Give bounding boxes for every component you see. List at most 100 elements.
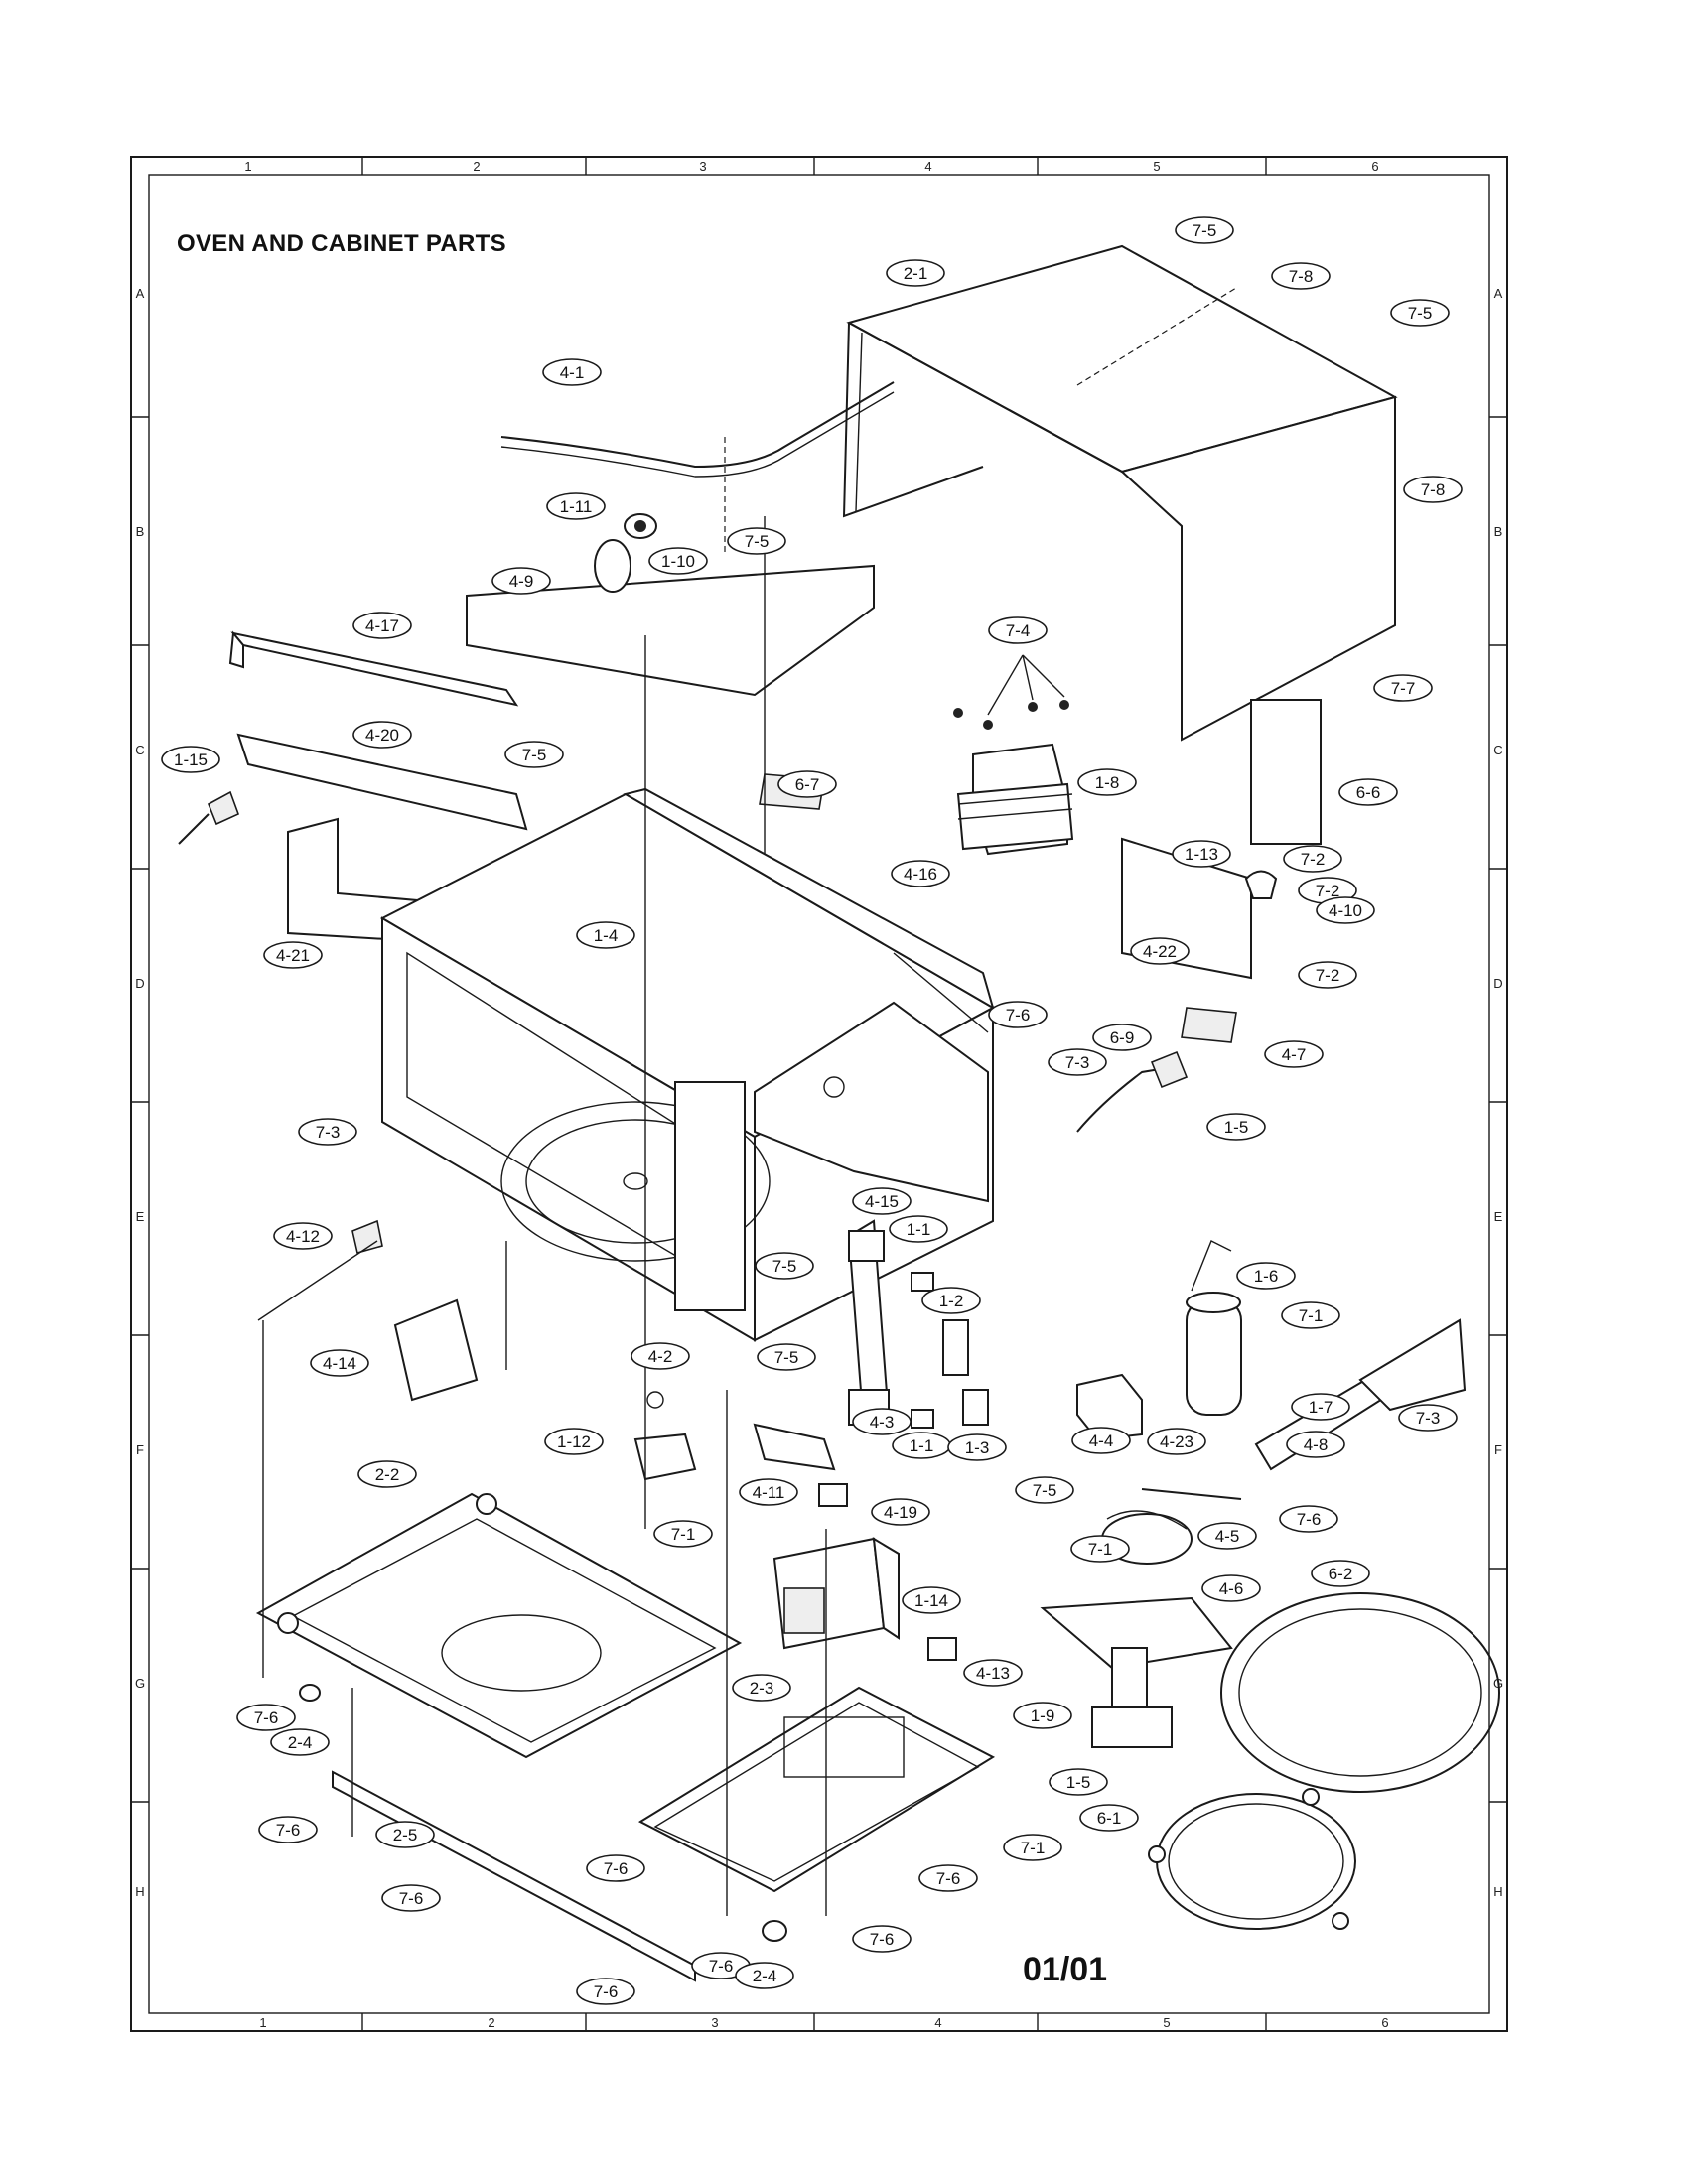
callout-text: 6-1 — [1097, 1809, 1122, 1828]
callout-text: 7-5 — [774, 1348, 799, 1367]
callout-text: 7-6 — [936, 1869, 961, 1888]
callout-1-14: 1-14 — [902, 1586, 961, 1614]
callout-6-2: 6-2 — [1311, 1560, 1370, 1587]
callout-1-13: 1-13 — [1172, 840, 1231, 868]
grid-column-label: 3 — [711, 2015, 718, 2030]
callout-7-5: 7-5 — [727, 527, 786, 555]
callout-bubble — [1197, 1522, 1257, 1550]
guide-lines — [257, 516, 827, 1916]
callout-text: 4-2 — [648, 1347, 673, 1366]
callout-4-3: 4-3 — [852, 1408, 912, 1435]
callout-7-6: 7-6 — [236, 1704, 296, 1731]
callout-text: 1-5 — [1224, 1118, 1249, 1137]
callout-text: 1-1 — [907, 1220, 931, 1239]
lamp-1-11 — [594, 513, 657, 593]
callout-1-2: 1-2 — [921, 1287, 981, 1314]
callout-bubble — [777, 770, 837, 798]
callout-text: 1-14 — [914, 1591, 948, 1610]
callout-text: 7-1 — [671, 1525, 696, 1544]
page-number: 01/01 — [1023, 1951, 1108, 1988]
callout-text: 7-1 — [1021, 1839, 1046, 1857]
callout-text: 1-3 — [965, 1438, 990, 1457]
callout-text: 7-2 — [1301, 850, 1326, 869]
callout-text: 7-5 — [1408, 304, 1433, 323]
door-seal-4-1 — [500, 381, 895, 478]
callout-1-10: 1-10 — [648, 547, 708, 575]
callout-text: 2-3 — [750, 1679, 774, 1698]
roller-ring-6-1 — [1148, 1788, 1356, 1930]
callout-bubble — [381, 1884, 441, 1912]
callout-bubble — [1236, 1262, 1296, 1290]
callout-7-1: 7-1 — [1070, 1535, 1130, 1563]
callout-text: 4-4 — [1089, 1432, 1114, 1450]
callout-bubble — [947, 1433, 1007, 1461]
callout-bubble — [921, 1287, 981, 1314]
callout-bubble — [653, 1520, 713, 1548]
callout-4-12: 4-12 — [273, 1222, 333, 1250]
mounting-plate-4-9 — [466, 437, 875, 697]
callout-text: 1-7 — [1309, 1398, 1333, 1417]
callout-bubble — [1015, 1476, 1074, 1504]
capacitor-1-7 — [1186, 1240, 1242, 1416]
switch-1-15 — [178, 790, 240, 845]
callout-bubble — [757, 1343, 816, 1371]
callout-4-10: 4-10 — [1316, 896, 1375, 924]
callout-text: 4-13 — [976, 1664, 1010, 1683]
callout-7-8: 7-8 — [1403, 476, 1463, 503]
callout-text: 7-2 — [1316, 966, 1340, 985]
callout-text: 1-9 — [1031, 1706, 1055, 1725]
callout-4-11: 4-11 — [739, 1478, 798, 1506]
callout-bubble — [270, 1728, 330, 1756]
callout-bubble — [491, 567, 551, 595]
callout-bubble — [357, 1460, 417, 1488]
grid-column-label: 5 — [1163, 2015, 1170, 2030]
callout-bubble — [1201, 1574, 1261, 1602]
label-6-6 — [1250, 699, 1322, 845]
grid-column-label: 1 — [259, 2015, 266, 2030]
bottom-plate-2-2 — [255, 1492, 743, 1759]
callout-1-8: 1-8 — [1077, 768, 1137, 796]
callout-bubble — [352, 612, 412, 639]
callout-7-2: 7-2 — [1298, 961, 1357, 989]
callout-bubble — [852, 1187, 912, 1215]
callout-text: 1-6 — [1254, 1267, 1279, 1286]
callout-bubble — [1003, 1834, 1062, 1861]
grid-row-label: A — [1494, 286, 1503, 301]
switches-1-1-1-2-1-3 — [911, 1272, 989, 1429]
callout-7-6: 7-6 — [852, 1925, 912, 1953]
fan-rod-4-23 — [1141, 1488, 1242, 1500]
callout-bubble — [1316, 896, 1375, 924]
callout-bubble — [988, 616, 1048, 644]
bracket-4-20 — [236, 733, 528, 831]
grid-row-label: C — [1493, 743, 1502, 757]
callout-text: 2-1 — [904, 264, 928, 283]
callout-text: 7-6 — [870, 1930, 895, 1949]
callout-text: 4-9 — [509, 572, 534, 591]
grid-row-label: H — [135, 1884, 144, 1899]
grid-row-label: H — [1493, 1884, 1502, 1899]
callout-text: 4-1 — [560, 363, 585, 382]
callout-text: 4-3 — [870, 1413, 895, 1432]
callout-text: 6-9 — [1110, 1028, 1135, 1047]
callout-4-22: 4-22 — [1130, 937, 1190, 965]
grid-column-label: 4 — [924, 159, 931, 174]
callout-bubble — [1172, 840, 1231, 868]
latch-assembly-4-3 — [847, 1219, 891, 1432]
callout-bubble — [1298, 961, 1357, 989]
callout-2-5: 2-5 — [375, 1821, 435, 1848]
callout-1-1: 1-1 — [889, 1215, 948, 1243]
turntable-tray-6-2 — [1220, 1592, 1500, 1793]
callout-4-16: 4-16 — [891, 860, 950, 887]
cushion-4-19 — [818, 1483, 848, 1507]
callout-bubble — [352, 721, 412, 749]
callout-7-3: 7-3 — [298, 1118, 357, 1146]
callout-bubble — [576, 1978, 635, 2005]
callout-bubble — [273, 1222, 333, 1250]
callout-text: 2-5 — [393, 1826, 418, 1844]
callout-text: 4-15 — [865, 1192, 899, 1211]
transformer-1-14 — [772, 1537, 900, 1650]
callout-7-5: 7-5 — [755, 1252, 814, 1280]
callout-1-7: 1-7 — [1291, 1393, 1350, 1421]
callout-1-1: 1-1 — [892, 1432, 951, 1459]
callout-text: 1-5 — [1066, 1773, 1091, 1792]
